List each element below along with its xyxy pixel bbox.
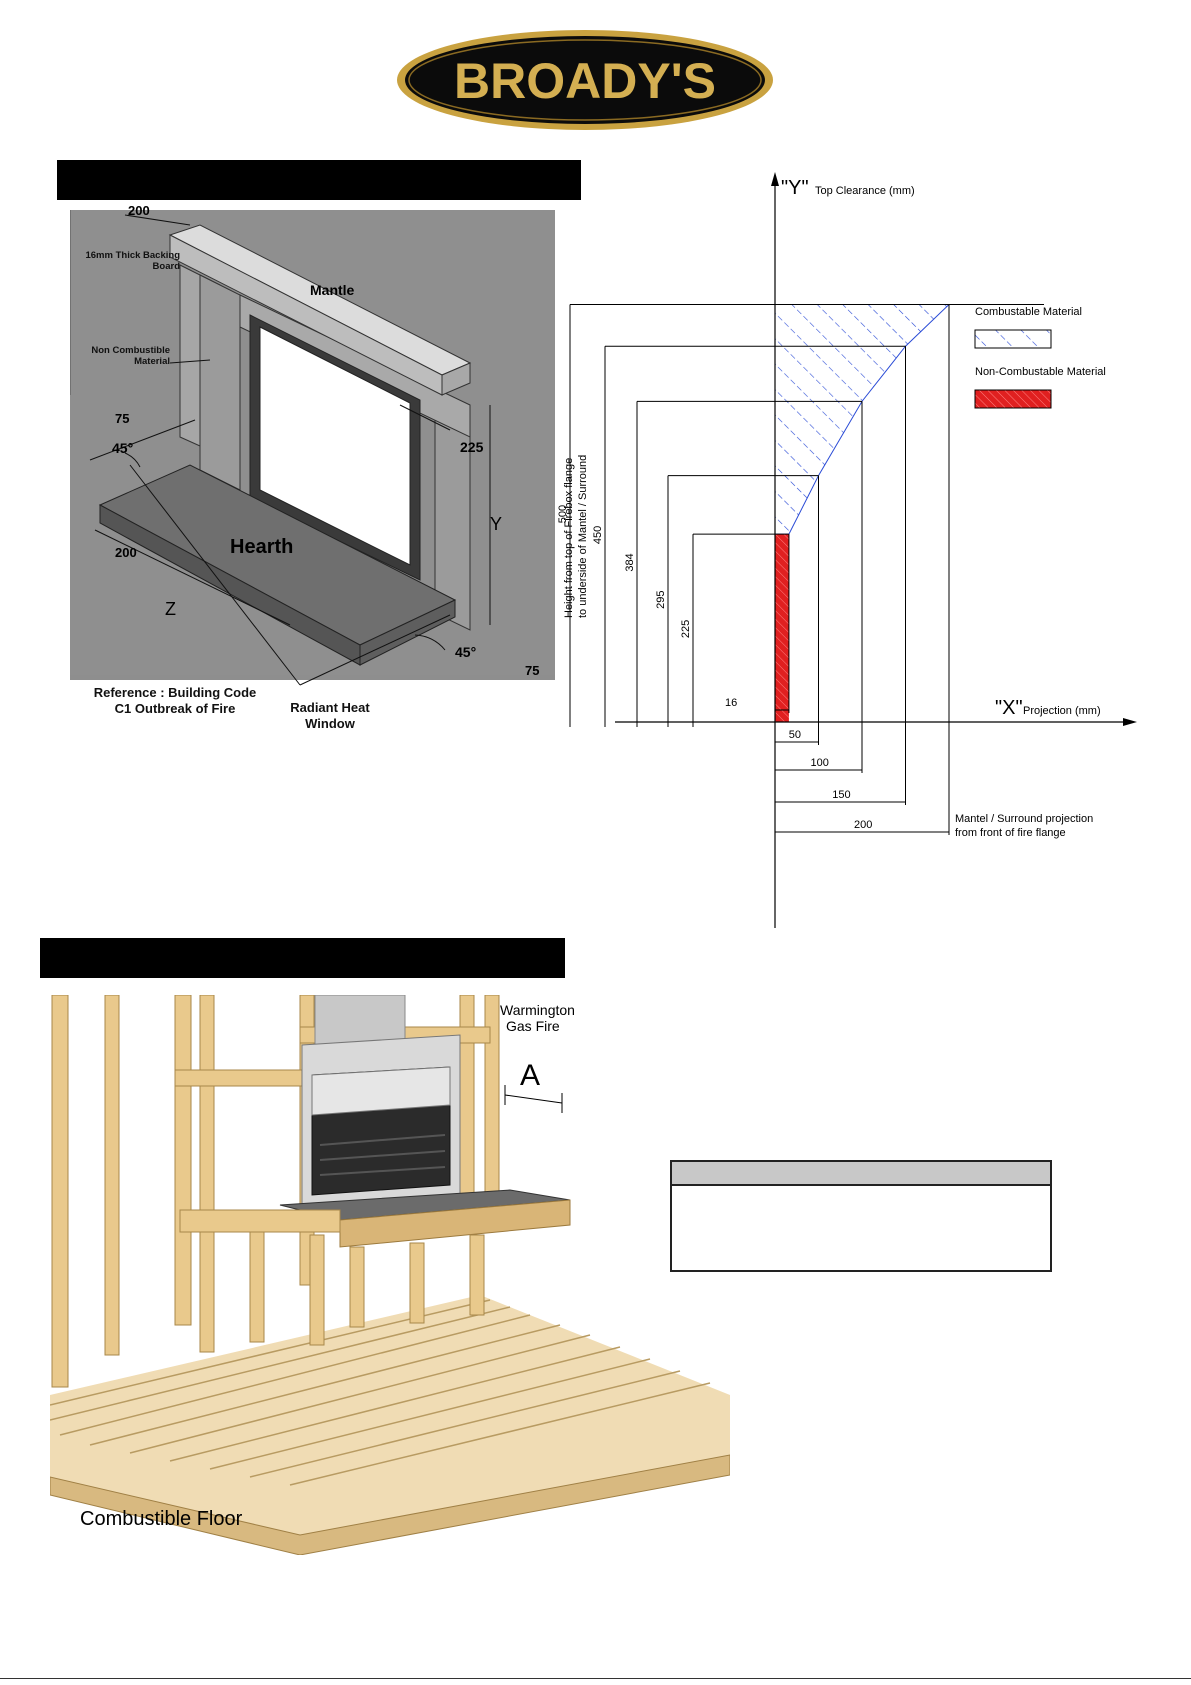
footer-rule bbox=[0, 1678, 1191, 1679]
section-title-bar-framing bbox=[40, 938, 565, 978]
projection-tick-label: 200 bbox=[854, 819, 872, 831]
dimension-a-label: A bbox=[520, 1059, 540, 1092]
angle-left-45: 45° bbox=[112, 440, 133, 456]
label-warmington: Warmington bbox=[500, 1002, 575, 1018]
clearance-chart: 500 450 384 295 225 16 50 100 150 200 "Y" Top Cle… bbox=[557, 172, 1137, 928]
projection-tick-label: 150 bbox=[832, 789, 850, 801]
vertical-label-line2: to underside of Mantel / Surround bbox=[577, 455, 589, 618]
projection-note-line2: from front of fire flange bbox=[955, 827, 1066, 839]
label-radiant-heat-window: Radiant Heat Window bbox=[290, 700, 370, 731]
projection-note-line1: Mantel / Surround projection bbox=[955, 813, 1093, 825]
info-table bbox=[670, 1160, 1052, 1272]
dim-side-75: 75 bbox=[115, 411, 129, 426]
projection-tick-label: 100 bbox=[811, 757, 829, 769]
dim-front-200: 200 bbox=[115, 545, 137, 560]
axis-z-label: Z bbox=[165, 599, 176, 619]
label-combustible-floor: Combustible Floor bbox=[80, 1508, 243, 1530]
legend-combustible-label: Combustable Material bbox=[975, 306, 1082, 318]
section-title-bar-clearances bbox=[57, 160, 581, 200]
axis-y-label: Y bbox=[490, 514, 502, 534]
broadys-logo: BROADY'S bbox=[397, 30, 773, 130]
angle-right-45: 45° bbox=[455, 644, 476, 660]
mantle-hearth-diagram: 200 16mm Thick Backing Board Mantle Non … bbox=[70, 205, 555, 731]
dim-top-200: 200 bbox=[128, 205, 150, 218]
label-non-combustible: Non Combustible Material bbox=[91, 345, 170, 367]
height-tick-label: 450 bbox=[592, 526, 604, 544]
vertical-label-line1: Height from top of Firebox flange bbox=[563, 458, 575, 618]
x-axis-label: Projection (mm) bbox=[1023, 705, 1101, 717]
legend-non-combustible-swatch bbox=[974, 389, 1052, 409]
height-tick-label: 384 bbox=[624, 553, 636, 571]
info-table-header bbox=[672, 1162, 1050, 1186]
height-tick-label: 295 bbox=[655, 590, 667, 608]
label-backing-board: 16mm Thick Backing Board bbox=[85, 250, 180, 272]
height-tick-label: 500 bbox=[557, 505, 569, 523]
dim-225: 225 bbox=[460, 439, 484, 455]
projection-tick-label: 50 bbox=[789, 729, 801, 741]
label-reference: Reference : Building Code C1 Outbreak of… bbox=[93, 685, 257, 716]
label-mantle: Mantle bbox=[310, 282, 355, 298]
y-axis-label: Top Clearance (mm) bbox=[815, 185, 915, 197]
label-hearth: Hearth bbox=[230, 536, 293, 558]
x-axis-symbol: "X" bbox=[995, 697, 1023, 719]
label-gas-fire: Gas Fire bbox=[506, 1018, 560, 1034]
legend-combustible-swatch bbox=[974, 329, 1052, 349]
framing-diagram: A Warmington Gas Fire Combustible Floor bbox=[50, 995, 730, 1555]
logo-text: BROADY'S bbox=[454, 53, 716, 109]
legend-non-combustible-label: Non-Combustable Material bbox=[975, 366, 1106, 378]
non-combustible-strip bbox=[775, 534, 789, 722]
dim-right-75: 75 bbox=[525, 663, 539, 678]
y-axis-symbol: "Y" bbox=[781, 177, 809, 199]
projection-tick-label: 16 bbox=[725, 697, 737, 709]
height-tick-label: 225 bbox=[680, 620, 692, 638]
